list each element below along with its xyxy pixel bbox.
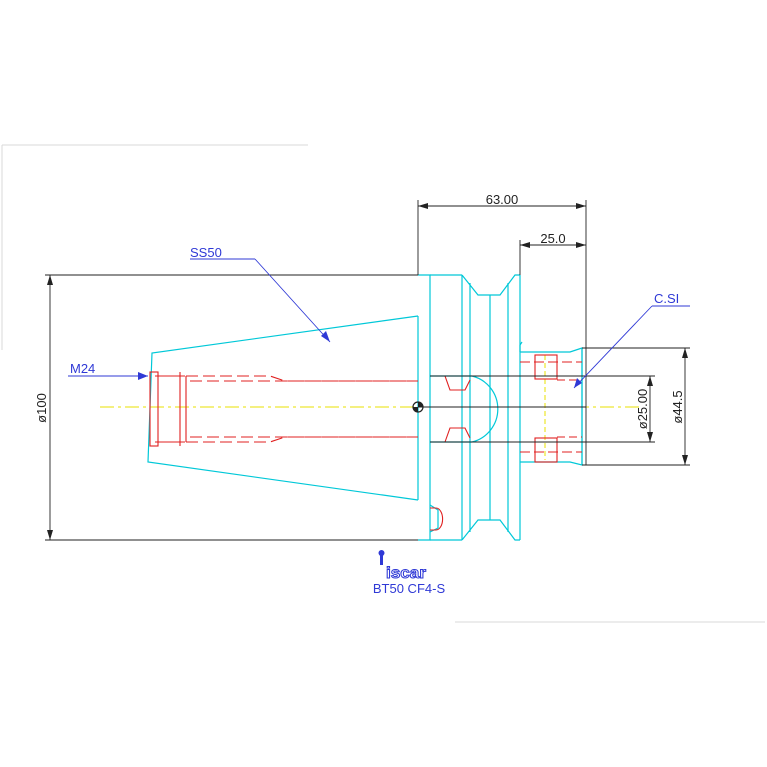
tool-outline xyxy=(147,274,583,541)
label-thread: M24 xyxy=(70,361,95,376)
label-coolant: C.SI xyxy=(654,291,679,306)
leader-arrows xyxy=(138,331,582,388)
dim-shank-length: 25.0 xyxy=(540,231,565,246)
dim-flange-diameter: ø100 xyxy=(34,393,49,423)
dimension-arrows xyxy=(47,203,688,540)
model-label: BT50 CF4-S xyxy=(373,581,446,596)
sheet-frame xyxy=(1,144,765,623)
logo-text: iscar xyxy=(386,565,426,582)
origin-marker xyxy=(412,401,424,413)
dimension-lines xyxy=(45,200,690,541)
hidden-features xyxy=(149,354,582,531)
label-taper: SS50 xyxy=(190,245,222,260)
center-line xyxy=(100,355,640,460)
leader-lines xyxy=(68,258,690,389)
dim-shank-diameter: ø44.5 xyxy=(670,390,685,423)
dim-overall-length: 63.00 xyxy=(486,192,519,207)
dim-bore-diameter: ø25.00 xyxy=(635,389,650,429)
iscar-logo: iscar xyxy=(378,550,427,583)
